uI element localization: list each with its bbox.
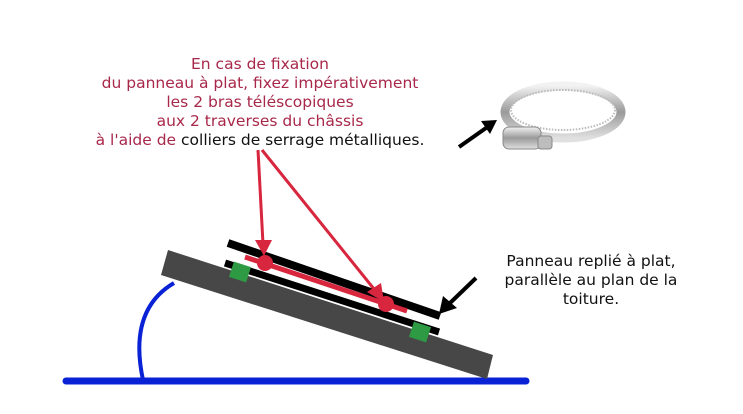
crossbar-lower: [223, 259, 441, 336]
red-arrow-icon: [255, 149, 384, 302]
fixing-point-1: [257, 255, 273, 271]
instruction-line: à l'aide de colliers de serrage métalliq…: [40, 131, 480, 150]
black-arrow-icon: [439, 120, 497, 314]
bracket-right: [408, 321, 432, 343]
instruction-red-part: à l'aide de: [95, 131, 182, 149]
panel-bar: [226, 239, 442, 320]
instruction-line: aux 2 traverses du châssis: [156, 112, 364, 130]
instruction-text: En cas de fixation du panneau à plat, fi…: [40, 55, 480, 150]
instruction-line: les 2 bras téléscopiques: [166, 93, 354, 111]
panel-label: Panneau replié à plat, parallèle au plan…: [476, 252, 706, 309]
panel-label-line: parallèle au plan de la: [504, 271, 678, 289]
chassis: [161, 250, 493, 379]
instruction-line: du panneau à plat, fixez impérativement: [101, 74, 419, 92]
instruction-line: En cas de fixation: [191, 55, 329, 73]
bracket-left: [228, 261, 252, 283]
panel-label-line: Panneau replié à plat,: [506, 252, 676, 270]
instruction-black-part: colliers de serrage métalliques.: [181, 131, 425, 149]
panel-label-line: toiture.: [562, 290, 620, 308]
hose-clamp-icon: [500, 81, 626, 150]
support-arc: [137, 281, 176, 381]
